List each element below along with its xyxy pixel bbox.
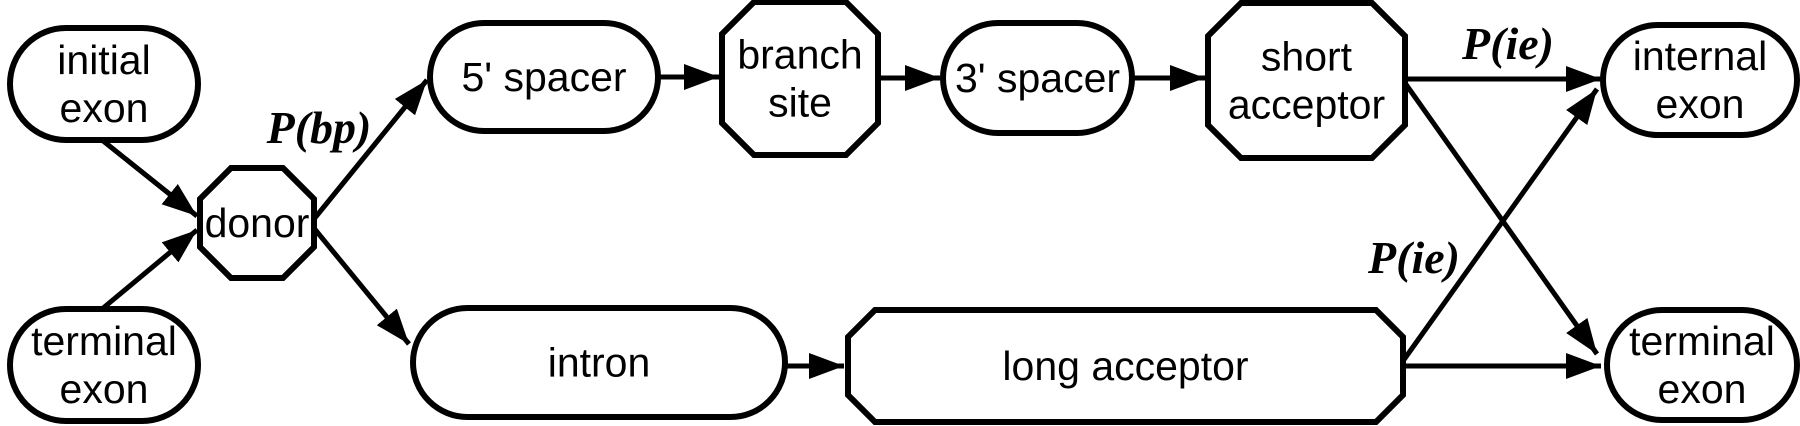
three-prime-spacer-label: 3' spacer <box>955 55 1120 101</box>
five-prime-spacer-shape <box>427 20 661 134</box>
node-three-prime-spacer: 3' spacer <box>940 20 1135 136</box>
terminal-exon-right-shape <box>1604 307 1800 423</box>
edge-donor-to-intron <box>311 225 411 346</box>
label-p-ie-bottom: P(ie) <box>1367 232 1460 283</box>
node-intron: intron <box>410 305 788 420</box>
terminal-exon-left-shape <box>7 306 201 424</box>
edge-short-acceptor-to-terminal-exon <box>1402 81 1600 356</box>
edge-long-acceptor-to-internal-exon <box>1400 87 1600 363</box>
short-acceptor-shape <box>1205 0 1408 161</box>
intron-shape <box>410 305 788 420</box>
donor-shape <box>197 165 317 281</box>
labels-layer: P(bp) P(ie) P(ie) <box>266 18 1554 283</box>
node-long-acceptor: long acceptor <box>845 307 1406 425</box>
long-acceptor-label: long acceptor <box>1002 343 1248 389</box>
edge-donor-to-five-prime-spacer <box>312 78 429 221</box>
long-acceptor-shape <box>845 307 1406 425</box>
label-p-bp: P(bp) <box>266 102 372 153</box>
node-donor: donor <box>197 165 317 281</box>
branch-site-shape <box>719 0 881 158</box>
edges-layer <box>100 64 1601 380</box>
edge-terminal-exon-to-donor <box>100 228 199 311</box>
three-prime-spacer-shape <box>940 20 1135 136</box>
edge-initial-exon-to-donor <box>100 138 199 218</box>
five-prime-spacer-label: 5' spacer <box>461 54 626 100</box>
initial-exon-shape <box>7 25 201 143</box>
intron-label: intron <box>548 340 651 386</box>
internal-exon-shape <box>1600 22 1800 138</box>
donor-label: donor <box>205 200 310 246</box>
label-p-ie-top: P(ie) <box>1461 18 1554 69</box>
node-five-prime-spacer: 5' spacer <box>427 20 661 134</box>
